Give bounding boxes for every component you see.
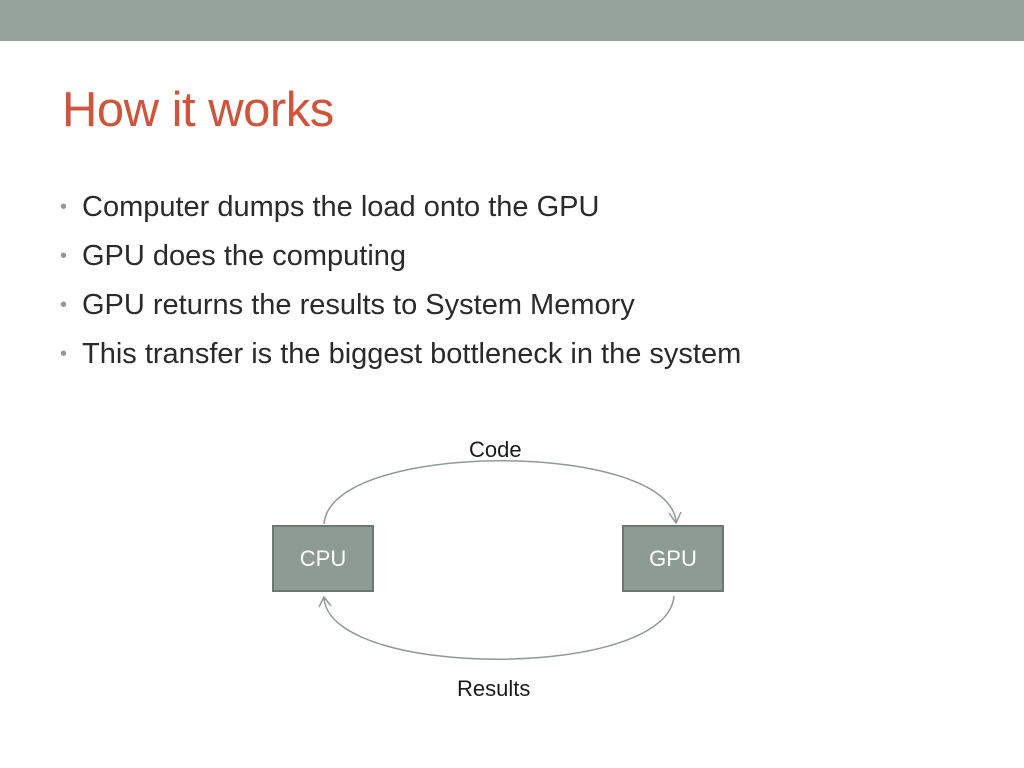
results-arrow [323,595,675,660]
cpu-node: CPU [272,525,374,592]
cpu-node-label: CPU [299,545,347,571]
slide-title: How it works [62,83,334,137]
code-arrowhead-icon [668,511,682,525]
gpu-node-label: GPU [649,545,697,571]
bullet-dot-icon: • [60,294,68,316]
bullet-item: • GPU returns the results to System Memo… [60,286,741,335]
bullet-text: Computer dumps the load onto the GPU [82,191,600,223]
bullet-text: GPU returns the results to System Memory [82,289,635,321]
code-edge-label: Code [469,437,522,462]
bullet-dot-icon: • [60,343,68,365]
results-edge-label: Results [457,676,531,701]
bullet-text: This transfer is the biggest bottleneck … [82,338,742,370]
bullet-dot-icon: • [60,196,68,218]
bullet-item: • GPU does the computing [60,237,741,286]
bullet-text: GPU does the computing [82,240,407,272]
bullet-item: • This transfer is the biggest bottlenec… [60,335,741,384]
top-accent-band [0,0,1024,41]
bullet-list: • Computer dumps the load onto the GPU •… [60,188,741,384]
bullet-dot-icon: • [60,245,68,267]
code-arrow [323,460,677,525]
bullet-item: • Computer dumps the load onto the GPU [60,188,741,237]
results-arrowhead-icon [318,595,332,608]
gpu-node: GPU [622,525,724,592]
